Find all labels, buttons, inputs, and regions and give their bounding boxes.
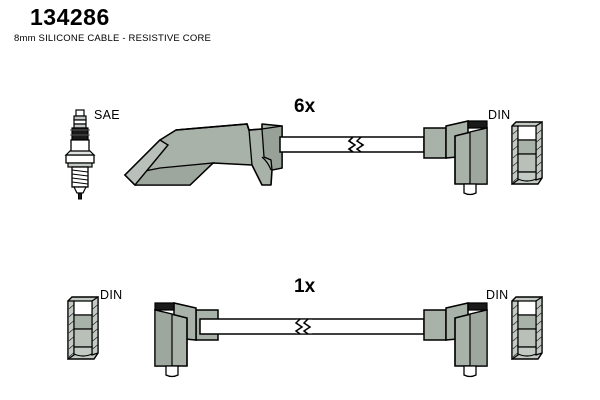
cable-lower: [199, 318, 425, 335]
quantity-label-lower: 1x: [294, 276, 316, 297]
cable-break-icon-lower: [294, 318, 312, 335]
part-number-title: 134286: [30, 4, 110, 30]
din-boot-left-lower: [154, 302, 219, 378]
lower-assembly: [67, 296, 543, 378]
upper-assembly: [123, 120, 543, 196]
cable-upper: [279, 136, 425, 153]
terminal-label-din-bottom-left: DIN: [100, 288, 123, 302]
cable-break-icon: [347, 136, 365, 153]
spark-plug-boot-angled: [123, 123, 283, 187]
din-socket-icon-bottom-left: [67, 296, 99, 360]
din-boot-right-lower: [423, 302, 488, 378]
terminal-label-din-bottom-right: DIN: [486, 288, 509, 302]
din-socket-icon-bottom-right: [511, 296, 543, 360]
spark-plug-icon: [64, 109, 96, 200]
din-boot-right-upper: [423, 120, 488, 196]
terminal-label-sae: SAE: [94, 108, 120, 122]
terminal-label-din-top-right: DIN: [488, 108, 511, 122]
quantity-label-upper: 6x: [294, 96, 316, 117]
din-socket-icon-top-right: [511, 121, 543, 185]
part-description-subtitle: 8mm SILICONE CABLE - RESISTIVE CORE: [14, 33, 212, 44]
